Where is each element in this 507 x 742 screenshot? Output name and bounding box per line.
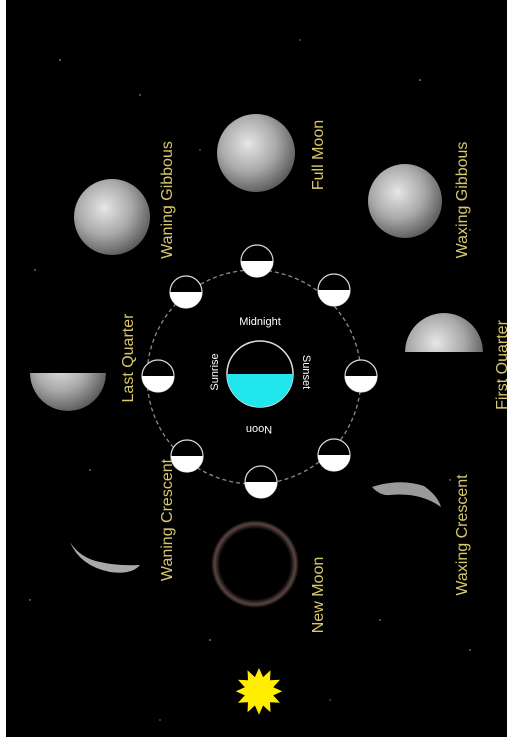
new-moon-label: New Moon xyxy=(310,557,327,633)
orbit-moon-right xyxy=(344,359,378,393)
last-quarter-label: Last Quarter xyxy=(120,313,137,403)
orbit-moon-left xyxy=(141,359,175,393)
earth-day-side xyxy=(227,374,293,407)
midnight-label: Midnight xyxy=(239,316,281,328)
sun-icon xyxy=(235,668,283,715)
first-quarter-image xyxy=(405,313,483,352)
waning-gibbous-image xyxy=(74,179,150,255)
orbit-moon-bottom xyxy=(244,465,278,499)
new-moon-image xyxy=(211,520,299,608)
waxing-gibbous-label: Waxing Gibbous xyxy=(454,142,471,259)
last-quarter-image xyxy=(30,373,106,411)
orbit-moon-top-right xyxy=(317,273,351,307)
first-quarter-label: First Quarter xyxy=(494,319,507,409)
waxing-crescent-label: Waxing Crescent xyxy=(454,474,471,596)
earth xyxy=(226,340,294,408)
waxing-crescent-image xyxy=(372,482,441,507)
sunrise-label: Sunrise xyxy=(209,353,221,390)
waxing-gibbous-image xyxy=(368,164,442,238)
waning-crescent-image xyxy=(70,542,140,573)
stars xyxy=(29,39,471,721)
orbit-moon-bottom-right xyxy=(317,438,351,472)
orbit-moon-top-left xyxy=(169,275,203,309)
waning-crescent-label: Waning Crescent xyxy=(159,458,176,581)
sunset-label: Sunset xyxy=(300,355,312,389)
noon-label: Noon xyxy=(246,423,272,435)
orbit-moon-bottom-left xyxy=(170,439,204,473)
orbit-moon-top xyxy=(240,244,274,278)
full-moon-image xyxy=(217,114,295,192)
waning-gibbous-label: Waning Gibbous xyxy=(159,141,176,259)
full-moon-label: Full Moon xyxy=(310,120,327,190)
